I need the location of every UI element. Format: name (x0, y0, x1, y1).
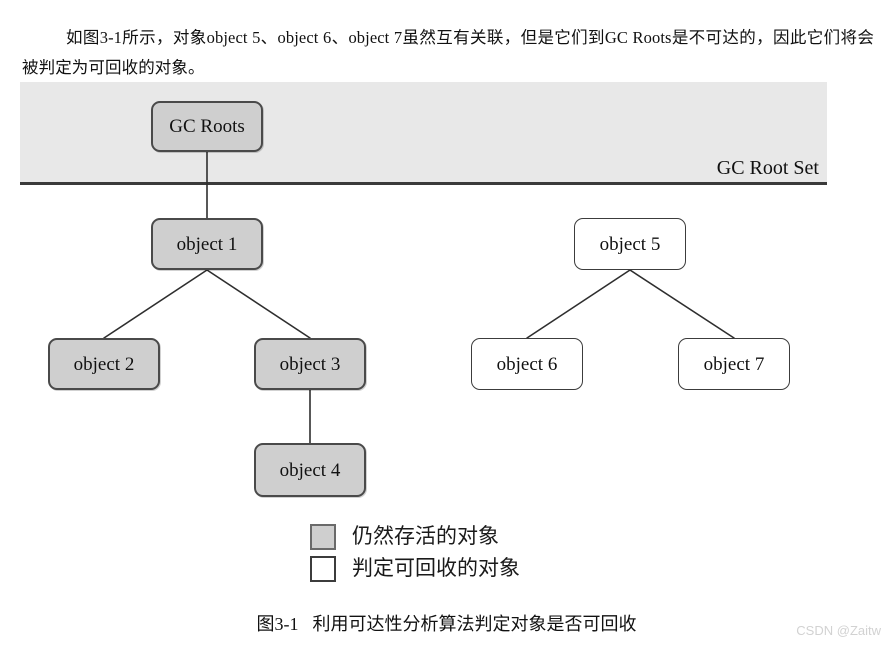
reachability-diagram: GC Root Set GC Roots object 1 object 2 o… (0, 78, 893, 608)
node-gc-roots[interactable]: GC Roots (151, 101, 263, 152)
node-object-3[interactable]: object 3 (254, 338, 366, 390)
legend-label-alive: 仍然存活的对象 (352, 525, 499, 548)
node-object-6[interactable]: object 6 (471, 338, 583, 390)
figure-caption-number: 图3-1 (256, 614, 299, 634)
node-gc-roots-label: GC Roots (169, 116, 245, 137)
legend-swatch-collectible-icon (310, 556, 336, 582)
legend-swatch-alive-icon (310, 524, 336, 550)
node-object-4-label: object 4 (279, 459, 341, 481)
edge-object5-object7 (629, 269, 735, 339)
node-object-4[interactable]: object 4 (254, 443, 366, 497)
node-object-1[interactable]: object 1 (151, 218, 263, 270)
node-object-5[interactable]: object 5 (574, 218, 686, 270)
legend-item-collectible: 判定可回收的对象 (310, 556, 520, 582)
node-object-6-label: object 6 (496, 353, 558, 375)
node-object-2-label: object 2 (73, 353, 135, 375)
figure-caption-text: 利用可达性分析算法判定对象是否可回收 (312, 614, 637, 634)
node-object-2[interactable]: object 2 (48, 338, 160, 390)
node-object-5-label: object 5 (599, 233, 661, 255)
edge-object5-object6 (526, 269, 631, 339)
legend: 仍然存活的对象 判定可回收的对象 (310, 524, 520, 582)
gc-root-set-label: GC Root Set (716, 157, 819, 179)
edge-object1-object3 (206, 269, 311, 339)
edge-object1-object2 (103, 269, 208, 339)
watermark: CSDN @Zaitw (796, 623, 881, 638)
figure-caption: 图3-1 利用可达性分析算法判定对象是否可回收 (0, 612, 893, 636)
legend-label-collectible: 判定可回收的对象 (352, 557, 520, 580)
legend-item-alive: 仍然存活的对象 (310, 524, 520, 550)
node-object-3-label: object 3 (279, 353, 341, 375)
gc-root-set-band: GC Root Set (20, 82, 827, 185)
node-object-7[interactable]: object 7 (678, 338, 790, 390)
node-object-1-label: object 1 (176, 233, 238, 255)
intro-paragraph: 如图3-1所示，对象object 5、object 6、object 7虽然互有… (22, 27, 874, 77)
node-object-7-label: object 7 (703, 353, 765, 375)
